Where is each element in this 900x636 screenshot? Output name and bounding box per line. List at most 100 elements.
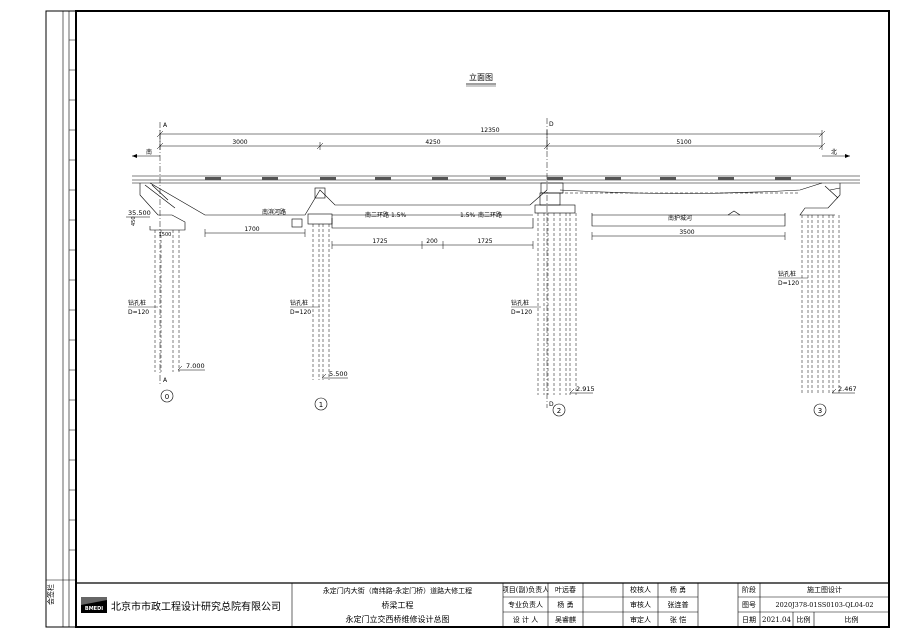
direction-right-arrowhead [845, 154, 850, 158]
pile-bottom-markers [177, 365, 855, 394]
pile-2-label: 钻孔桩 [511, 299, 529, 307]
deck-block [547, 177, 563, 180]
dim-gap3: 3500 [679, 229, 694, 236]
road-outline [331, 210, 786, 229]
deck-block [718, 177, 734, 180]
designer-label: 设 计 人 [512, 615, 539, 624]
dim-span3: 5100 [676, 139, 691, 146]
checker-label: 校核人 [630, 586, 651, 594]
inner-frame [75, 10, 890, 628]
pier-1 [291, 187, 333, 228]
company-name: 北京市市政工程设计研究总院有限公司 [111, 601, 281, 613]
checker: 杨 勇 [669, 586, 687, 594]
bridge-deck [132, 175, 860, 216]
stage-label: 阶段 [742, 586, 756, 594]
pier-id-1: 1 [319, 401, 323, 409]
slope-label-1: 1.5% [391, 212, 407, 219]
date: 2021.04 [762, 615, 791, 624]
pile-label-leaders [128, 277, 808, 308]
drawing-title: 立面图 [469, 72, 493, 82]
scale-label: 比例 [796, 615, 811, 624]
elev-pile3: 2.467 [838, 385, 857, 393]
reviewer-label: 审核人 [630, 600, 651, 609]
sidebar-stamp: 会签栏 [46, 584, 55, 605]
abutment-0 [139, 183, 186, 231]
pile-3-diameter: D=120 [778, 280, 799, 287]
pile-1-diameter: D=120 [290, 309, 311, 316]
discipline-lead-label: 专业负责人 [508, 600, 543, 609]
title-block-grid [77, 582, 889, 627]
pile-2-diameter: D=120 [511, 309, 532, 316]
dim-gap2b: 1725 [477, 238, 492, 245]
direction-right-label: 北 [831, 148, 837, 156]
direction-left-arrowhead [132, 154, 137, 158]
pile-1-label: 钻孔桩 [290, 299, 308, 307]
drawing-name: 永定门立交西桥维修设计总图 [345, 615, 450, 624]
axis-d-bottom-label: D [549, 401, 554, 408]
outer-frame [45, 10, 890, 628]
river-label: 南护城河 [668, 214, 692, 222]
drawing-no: 2020J378-01SS0103-QL04-02 [775, 600, 874, 609]
deck-block [490, 177, 506, 180]
pier-2 [534, 182, 576, 214]
scale: 比例 [844, 615, 859, 624]
dim-450: 450 [131, 216, 137, 226]
road-label-1: 南滨河路 [262, 208, 286, 216]
dim-total: 12350 [480, 127, 499, 134]
elev-pile2: 2.915 [576, 385, 595, 393]
elev-pile1: 5.500 [329, 370, 348, 378]
deck-block [320, 177, 336, 180]
company-logo: BMEDI [81, 597, 107, 613]
discipline-lead: 杨 勇 [557, 600, 574, 609]
title-block: BMEDI 北京市市政工程设计研究总院有限公司 永定门内大街（南纬路-永定门桥）… [77, 583, 889, 627]
project-name: 永定门内大街（南纬路-永定门桥）道路大修工程 [322, 586, 473, 595]
elev-pile0: 7.000 [186, 362, 205, 370]
left-sidebar [46, 11, 76, 627]
pier-id-2: 2 [557, 407, 561, 415]
pile-3-label: 钻孔桩 [778, 270, 796, 278]
subproject-name: 桥梁工程 [381, 600, 414, 610]
stage: 施工图设计 [807, 586, 842, 594]
axis-d-top-label: D [549, 121, 554, 128]
pier-id-circles [160, 389, 827, 417]
axis-a-bottom-label: A [163, 377, 168, 384]
dim-gap2a: 1725 [372, 238, 387, 245]
approver-label: 审定人 [630, 615, 651, 624]
dimension-lines [156, 130, 826, 150]
piles [154, 213, 840, 395]
deck-block [205, 177, 221, 180]
slope-label-2: 1.5% [460, 212, 476, 219]
dim-gap2mid: 200 [426, 238, 438, 245]
dim-pier-w: 1500 [159, 232, 172, 238]
deck-block [375, 177, 391, 180]
direction-left-label: 南 [146, 148, 152, 156]
pile-0-diameter: D=120 [128, 309, 149, 316]
sidebar-ticks [69, 39, 76, 551]
road-label-2a: 南二环路 [365, 211, 389, 219]
pier-id-0: 0 [165, 393, 169, 401]
deck-block [432, 177, 448, 180]
drawing-no-label: 图号 [742, 600, 756, 609]
lower-dimension-lines [204, 229, 786, 249]
deck-blocks [205, 177, 791, 180]
road-label-2b: 南二环路 [478, 211, 502, 219]
abutment-3 [799, 183, 841, 216]
designer: 吴睿麒 [555, 615, 576, 624]
approver: 张 恺 [669, 615, 687, 624]
date-label: 日期 [742, 615, 756, 624]
pier-id-3: 3 [818, 407, 822, 415]
dim-span1: 3000 [232, 139, 247, 146]
axis-a-top-label: A [163, 122, 168, 129]
pile-0-label: 钻孔桩 [128, 299, 146, 307]
project-lead-label: 项目(副)负责人 [503, 586, 548, 594]
dim-gap1: 1700 [244, 226, 259, 233]
dim-span2: 4250 [425, 139, 440, 146]
deck-block [262, 177, 278, 180]
project-lead: 叶远春 [555, 586, 576, 594]
reviewer: 张连普 [667, 600, 689, 609]
deck-block [775, 177, 791, 180]
elev-top: 35.500 [128, 209, 151, 217]
deck-block [660, 177, 676, 180]
deck-block [605, 177, 621, 180]
